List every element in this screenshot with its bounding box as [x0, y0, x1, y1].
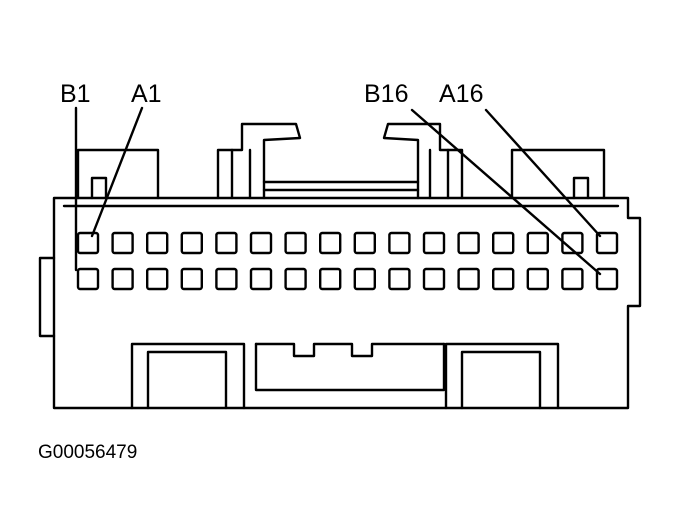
- pin-cavity-a3: [145, 231, 169, 255]
- label-a16: A16: [439, 80, 483, 108]
- pin-cavity-b16: [595, 267, 619, 291]
- leader-line-b16: [410, 108, 602, 276]
- pin-cavity-a12: [457, 231, 480, 255]
- leader-line-a1: [90, 106, 144, 238]
- pin-cavity-a16: [595, 231, 619, 255]
- pin-cavity-a10: [388, 231, 411, 255]
- pin-cavity-a6: [249, 231, 273, 255]
- pin-cavity-a15: [561, 231, 584, 255]
- pin-cavity-a14: [526, 231, 549, 255]
- pin-cavity-b1: [76, 267, 100, 291]
- pin-cavity-b15: [561, 267, 584, 291]
- pin-cavity-a8: [319, 231, 342, 255]
- pin-cavity-a9: [353, 231, 376, 255]
- pin-cavity-a5: [215, 231, 238, 255]
- pin-cavity-b6: [249, 267, 273, 291]
- pin-row-b: [76, 267, 619, 291]
- pin-cavity-b14: [526, 267, 549, 291]
- pin-cavity-b8: [319, 267, 342, 291]
- connector-top-latches: [76, 122, 606, 200]
- pin-cavity-a2: [111, 231, 134, 255]
- pin-cavity-b3: [145, 267, 169, 291]
- pin-cavity-b4: [180, 267, 204, 291]
- label-b16: B16: [364, 80, 408, 108]
- pin-cavity-a4: [180, 231, 204, 255]
- leader-lines: [74, 106, 602, 276]
- pin-cavity-b11: [422, 267, 446, 291]
- pin-cavity-b10: [388, 267, 411, 291]
- pin-cavity-a11: [422, 231, 446, 255]
- connector-body: [38, 196, 642, 410]
- pin-cavity-b9: [353, 267, 376, 291]
- connector-bottom-features: [130, 342, 560, 410]
- pin-cavity-b5: [215, 267, 238, 291]
- pin-cavity-b2: [111, 267, 134, 291]
- label-b1: B1: [60, 80, 91, 108]
- pin-cavity-a13: [492, 231, 515, 255]
- pin-cavity-a7: [284, 231, 307, 255]
- pin-row-a: [76, 231, 619, 255]
- pin-cavity-b7: [284, 267, 307, 291]
- label-a1: A1: [131, 80, 162, 108]
- figure-code: G00056479: [38, 442, 137, 463]
- pin-cavity-b13: [492, 267, 515, 291]
- pin-cavity-b12: [457, 267, 480, 291]
- pin-cavity-a1: [76, 231, 100, 255]
- leader-line-a16: [484, 108, 602, 238]
